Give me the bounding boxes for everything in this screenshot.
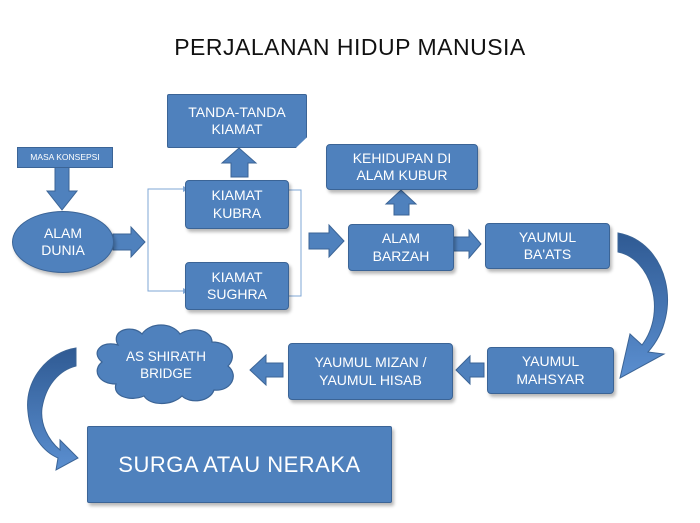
node-yaumul-mizan-hisab: YAUMUL MIZAN / YAUMUL HISAB [288, 343, 453, 400]
arrow-kiamat-to-barzah [308, 223, 345, 259]
curved-arrow-to-surga [27, 347, 79, 471]
node-as-shirath-bridge: AS SHIRATH BRIDGE [125, 349, 206, 381]
node-alam-dunia: ALAM DUNIA [12, 211, 114, 273]
node-kiamat-kubra: KIAMAT KUBRA [185, 180, 289, 229]
node-yaumul-mahsyar: YAUMUL MAHSYAR [487, 347, 614, 394]
arrow-mahsyar-to-mizan [455, 354, 485, 386]
arrow-barzah-to-baats [452, 228, 482, 260]
bracket-left [147, 188, 183, 292]
node-surga-atau-neraka: SURGA ATAU NERAKA [87, 426, 392, 503]
node-kehidupan-alam-kubur: KEHIDUPAN DI ALAM KUBUR [326, 144, 478, 190]
node-yaumul-baats: YAUMUL BA'ATS [485, 223, 610, 269]
arrow-dunia-to-kiamat [112, 225, 146, 259]
node-tanda-tanda-kiamat: TANDA-TANDA KIAMAT [167, 94, 307, 148]
diagram-title: PERJALANAN HIDUP MANUSIA [174, 34, 526, 60]
node-masa-konsepsi: MASA KONSEPSI [17, 147, 113, 168]
node-alam-barzah: ALAM BARZAH [348, 224, 454, 271]
arrow-barzah-to-kubur [384, 189, 418, 216]
arrow-kubra-to-tanda [220, 147, 258, 178]
arrow-konsepsi-to-dunia [45, 166, 79, 211]
arrow-mizan-to-shirath [249, 353, 284, 387]
curved-arrow-baats-to-mahsyar [617, 232, 668, 379]
shirath-cloud-shape [96, 324, 234, 405]
bracket-right [288, 189, 302, 297]
node-kiamat-sughra: KIAMAT SUGHRA [185, 262, 289, 310]
